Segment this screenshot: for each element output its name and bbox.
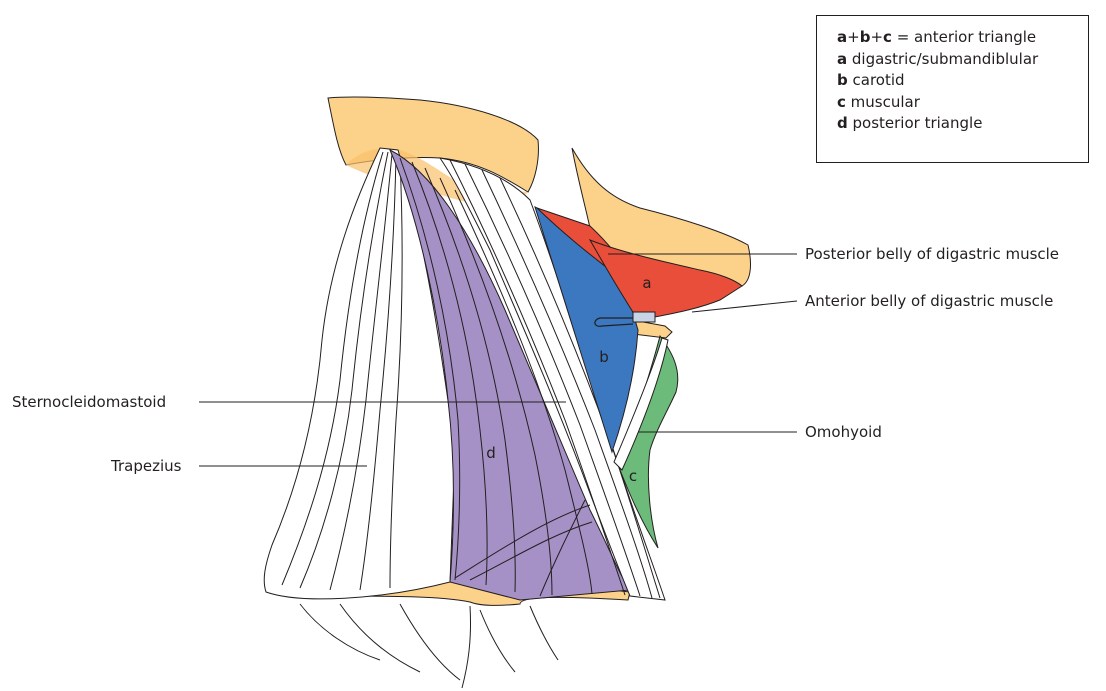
legend-description: carotid — [848, 71, 905, 89]
shoulder-fiber-6 — [462, 606, 471, 688]
region-b-letter: b — [599, 348, 609, 366]
legend-row: a+b+c = anterior triangle — [837, 27, 1088, 49]
shoulder-fibers — [300, 604, 558, 688]
legend-row: d posterior triangle — [837, 113, 1088, 135]
tendon-sling — [633, 312, 655, 322]
legend-key: d — [837, 114, 848, 132]
legend-key: a — [837, 28, 847, 46]
shoulder-fiber-3 — [400, 604, 460, 680]
legend-description: muscular — [846, 93, 920, 111]
shoulder-fiber-1 — [300, 604, 380, 660]
legend-joiner: + — [870, 28, 883, 46]
legend-row: a digastric/submandiblular — [837, 49, 1088, 71]
legend-key: c — [883, 28, 892, 46]
legend-description: posterior triangle — [848, 114, 983, 132]
shoulder-fiber-2 — [340, 604, 420, 672]
omohyoid-label: Omohyoid — [805, 423, 882, 441]
legend-row: b carotid — [837, 70, 1088, 92]
shoulder-fiber-4 — [480, 610, 515, 672]
region-d-letter: d — [486, 444, 496, 462]
legend-row: c muscular — [837, 92, 1088, 114]
shoulder-fiber-5 — [530, 606, 558, 660]
legend-key: b — [837, 71, 848, 89]
legend-joiner: + — [847, 28, 860, 46]
trapezius-label: Trapezius — [110, 457, 182, 475]
legend-key: b — [860, 28, 871, 46]
posterior-belly-label: Posterior belly of digastric muscle — [805, 245, 1059, 263]
legend-description: digastric/submandiblular — [847, 50, 1038, 68]
region-c-letter: c — [629, 467, 637, 485]
sternocleidomastoid-label: Sternocleidomastoid — [12, 393, 166, 411]
anterior-belly-label: Anterior belly of digastric muscle — [805, 292, 1053, 310]
legend-key: a — [837, 50, 847, 68]
legend-description: = anterior triangle — [892, 28, 1036, 46]
region-a-letter: a — [642, 274, 651, 292]
legend-key: c — [837, 93, 846, 111]
